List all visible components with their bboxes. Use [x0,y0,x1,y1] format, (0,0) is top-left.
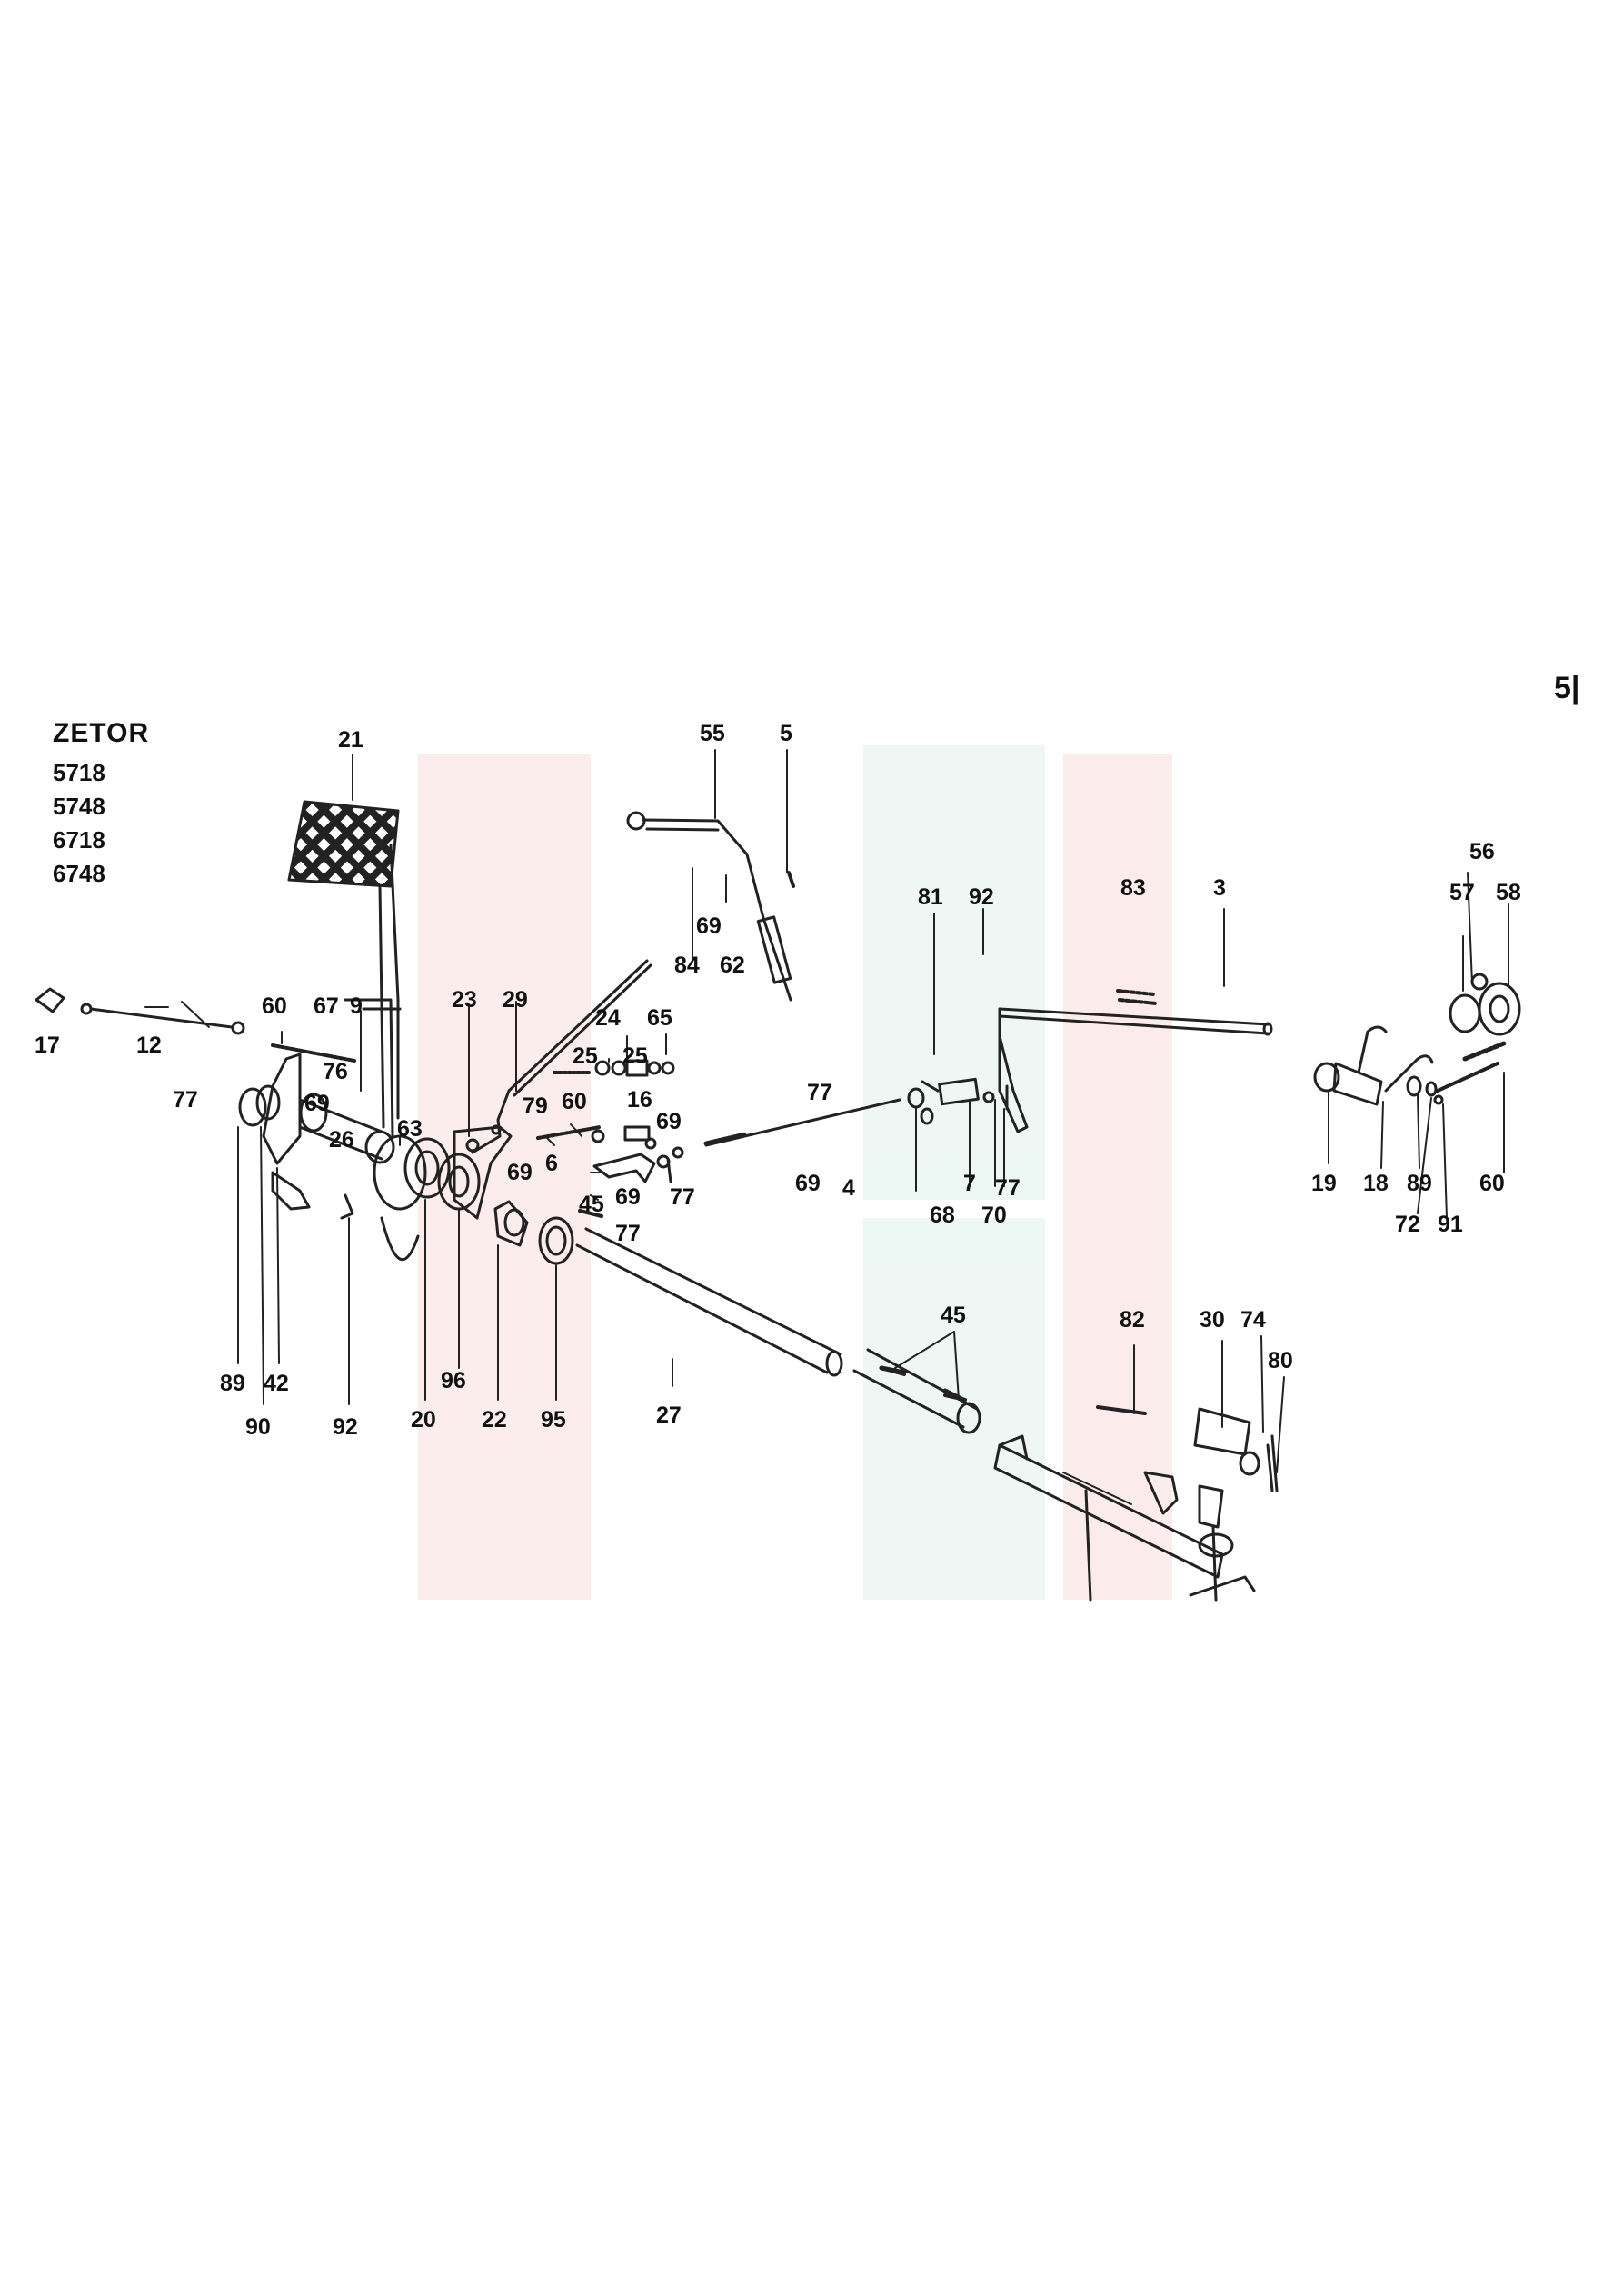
callout: 23 [452,987,477,1013]
callout: 21 [338,727,363,753]
model-number: 6718 [53,826,105,854]
callout: 4 [842,1175,855,1201]
callout: 92 [333,1414,358,1440]
cable [703,1077,1009,1147]
model-header: ZETOR 5718 5748 6718 6748 [53,718,149,891]
cross-shaft [998,989,1273,1133]
callout: 19 [1311,1171,1337,1196]
callout-labels: 21 55 5 81 92 83 3 56 57 58 69 84 62 69 … [35,721,1521,1440]
callout: 17 [35,1033,60,1058]
pull-rod [35,987,245,1035]
callout: 27 [656,1403,682,1428]
callout: 26 [329,1127,354,1153]
callout: 58 [1496,880,1521,905]
callout: 69 [696,913,722,939]
callout: 67 [314,993,339,1019]
callout: 69 [615,1184,641,1210]
callout: 3 [1213,875,1226,901]
callout: 89 [1407,1171,1432,1196]
callout: 7 [963,1171,976,1196]
callout: 81 [918,884,943,910]
callout: 69 [795,1171,821,1196]
adjuster-parts [553,1059,675,1077]
callout: 96 [441,1368,466,1393]
callout: 74 [1240,1307,1266,1333]
clutch-pedal [287,800,427,1262]
model-number: 5718 [53,759,105,786]
brand-title: ZETOR [53,718,150,748]
page-corner-mark: 5| [1554,671,1580,705]
callout: 69 [656,1109,682,1134]
callout: 72 [1395,1212,1420,1237]
watermark [418,745,1172,1600]
callout: 25 [622,1043,648,1069]
callout: 77 [995,1175,1021,1201]
callout: 69 [304,1091,330,1116]
callout: 83 [1120,875,1146,901]
callout: 63 [397,1116,423,1142]
pins [578,1209,967,1402]
springs [271,1043,1499,1140]
callout: 57 [1449,880,1475,905]
callout: 30 [1200,1307,1225,1333]
callout: 91 [1438,1212,1463,1237]
callout: 90 [245,1414,271,1440]
callout: 82 [1120,1307,1145,1333]
callout: 16 [627,1087,652,1113]
leader-lines [144,749,1509,1473]
callout: 92 [969,884,994,910]
callout: 77 [173,1087,198,1113]
callout: 56 [1469,839,1495,864]
model-number: 6748 [53,860,105,887]
callout: 79 [523,1093,548,1119]
callout: 22 [482,1407,507,1433]
callout: 42 [264,1371,289,1396]
callout: 29 [503,987,528,1013]
callout: 45 [941,1303,966,1328]
callout: 9 [350,993,363,1019]
control-lever [626,811,795,1002]
callout: 12 [136,1033,162,1058]
callout: 84 [674,953,700,978]
callout: 20 [411,1407,436,1433]
callout: 77 [807,1080,832,1105]
callout: 70 [981,1203,1007,1228]
callout: 65 [647,1005,672,1031]
callout: 76 [323,1059,348,1084]
callout: 60 [562,1089,587,1114]
callout: 25 [573,1043,598,1069]
callout: 55 [700,721,725,746]
callout: 18 [1363,1171,1389,1196]
callout: 60 [1479,1171,1505,1196]
pedal-shaft-assembly [238,1053,395,1220]
connecting-rod [471,959,652,1154]
callout: 6 [545,1151,558,1176]
release-bearing [538,1216,574,1265]
callout: 5 [780,721,792,746]
callout: 77 [670,1184,695,1210]
clutch-lever [453,1124,529,1247]
linkage-bracket [591,1125,684,1183]
callout: 62 [720,953,745,978]
callout: 24 [595,1005,621,1031]
right-assembly [1313,973,1521,1106]
callout: 45 [579,1192,604,1217]
callout: 60 [262,993,287,1019]
callout: 69 [507,1160,533,1185]
model-number: 5748 [53,793,105,820]
callout: 68 [930,1203,955,1228]
callout: 89 [220,1371,245,1396]
callout: 80 [1268,1348,1293,1373]
callout: 95 [541,1407,566,1433]
callout: 77 [615,1221,641,1246]
fork-shaft [993,1405,1279,1602]
